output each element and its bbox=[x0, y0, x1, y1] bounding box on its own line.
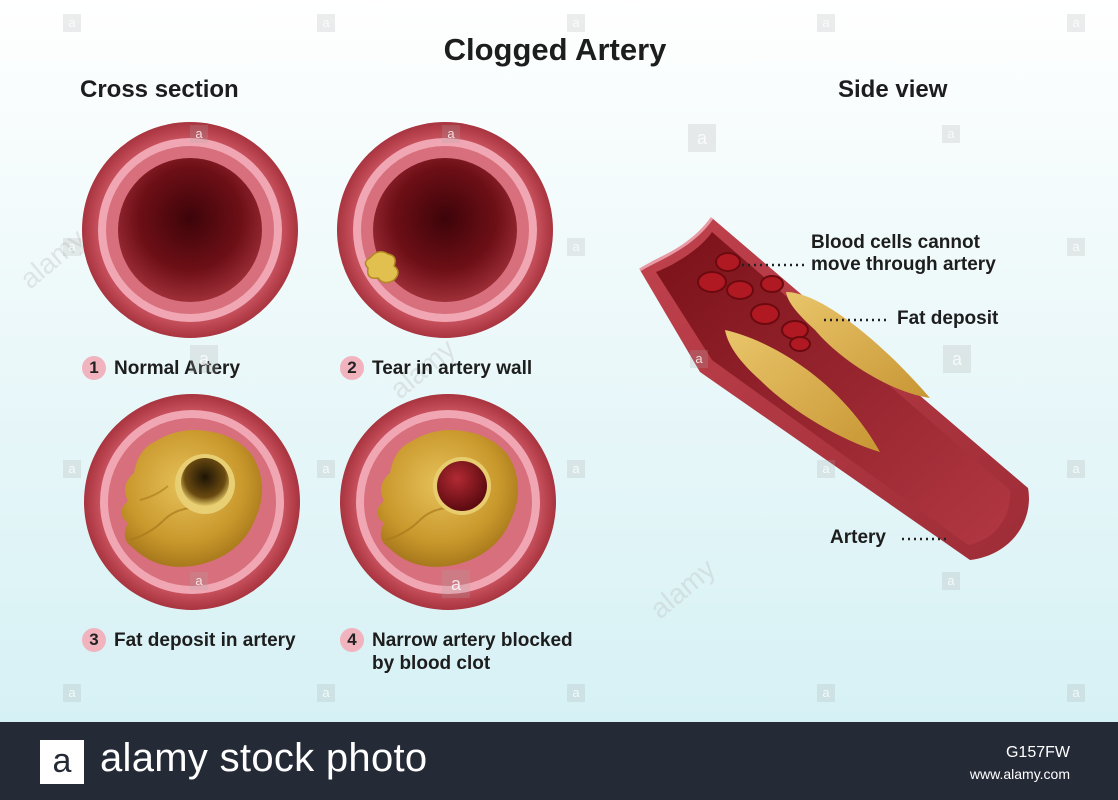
caption-text: by blood clot bbox=[372, 653, 491, 674]
watermark-logo: a bbox=[1067, 238, 1085, 256]
watermark-logo: a bbox=[317, 684, 335, 702]
fat-deposit-cross-section bbox=[84, 394, 300, 610]
watermark-logo: a bbox=[567, 684, 585, 702]
watermark-logo: a bbox=[1067, 460, 1085, 478]
callout-line: move through artery bbox=[811, 254, 996, 275]
brand-name: alamy stock photo bbox=[100, 736, 428, 780]
step-number-badge: 1 bbox=[82, 356, 106, 380]
caption-blood-clot: 4 Narrow artery blocked by blood clot bbox=[340, 628, 573, 675]
caption-fat-deposit: 3 Fat deposit in artery bbox=[82, 628, 296, 652]
watermark-logo: a bbox=[190, 572, 208, 590]
side-view-title: Side view bbox=[838, 76, 948, 103]
watermark-logo: a bbox=[63, 460, 81, 478]
image-id: G157FW bbox=[1005, 744, 1070, 761]
caption-text: Normal Artery bbox=[114, 358, 241, 379]
caption-normal-artery: 1 Normal Artery bbox=[82, 356, 240, 380]
watermark-logo: a bbox=[817, 460, 835, 478]
page-title: Clogged Artery bbox=[443, 32, 667, 67]
watermark-logo: a bbox=[1067, 14, 1085, 32]
callout-fat-deposit: Fat deposit bbox=[897, 308, 999, 329]
watermark-logo: a bbox=[190, 125, 208, 143]
callout-blood-cells: Blood cells cannot move through artery bbox=[811, 232, 996, 276]
step-number-badge: 2 bbox=[340, 356, 364, 380]
watermark-logo: a bbox=[567, 14, 585, 32]
illustration-canvas: alamy alamy alamy Clogged Artery Cross s… bbox=[0, 0, 1118, 722]
caption-text: Fat deposit in artery bbox=[114, 630, 296, 651]
blood-clot-cross-section bbox=[340, 394, 556, 610]
watermark-logo: a bbox=[690, 350, 708, 368]
watermark-logo: a bbox=[567, 460, 585, 478]
site-url: www.alamy.com bbox=[969, 766, 1070, 782]
watermark-logo: a bbox=[442, 570, 470, 598]
watermark-text: alamy bbox=[14, 223, 91, 295]
step-number-badge: 3 bbox=[82, 628, 106, 652]
watermark-logo: a bbox=[817, 684, 835, 702]
watermark-logo: a bbox=[190, 345, 218, 373]
caption-text: Tear in artery wall bbox=[372, 358, 533, 379]
watermark-logo: a bbox=[63, 14, 81, 32]
watermark-logo: a bbox=[567, 238, 585, 256]
torn-artery-cross-section bbox=[337, 122, 553, 338]
caption-text: Narrow artery blocked bbox=[372, 630, 573, 651]
callout-line: Blood cells cannot bbox=[811, 232, 980, 253]
cross-section-title: Cross section bbox=[80, 76, 239, 103]
watermark-logo: a bbox=[817, 14, 835, 32]
watermark-logo: a bbox=[688, 124, 716, 152]
watermark-logo: a bbox=[943, 345, 971, 373]
watermark-logo: a bbox=[942, 125, 960, 143]
step-number-badge: 4 bbox=[340, 628, 364, 652]
artery-illustration: alamy alamy alamy bbox=[14, 122, 1029, 625]
normal-artery-cross-section bbox=[82, 122, 298, 338]
caption-tear-artery-wall: 2 Tear in artery wall bbox=[340, 356, 532, 380]
watermark-logo: a bbox=[63, 684, 81, 702]
watermark-text: alamy bbox=[644, 553, 721, 625]
watermark-logo: a bbox=[317, 460, 335, 478]
watermark-logo: a bbox=[63, 238, 81, 256]
watermark-logo: a bbox=[942, 572, 960, 590]
watermark-logo: a bbox=[442, 125, 460, 143]
watermark-logo: a bbox=[317, 14, 335, 32]
callout-artery: Artery bbox=[830, 527, 886, 548]
alamy-logo-icon: a bbox=[40, 740, 84, 784]
watermark-logo: a bbox=[1067, 684, 1085, 702]
stock-photo-footer: a alamy stock photo G157FW www.alamy.com bbox=[0, 722, 1118, 800]
side-view-artery bbox=[639, 217, 1029, 560]
